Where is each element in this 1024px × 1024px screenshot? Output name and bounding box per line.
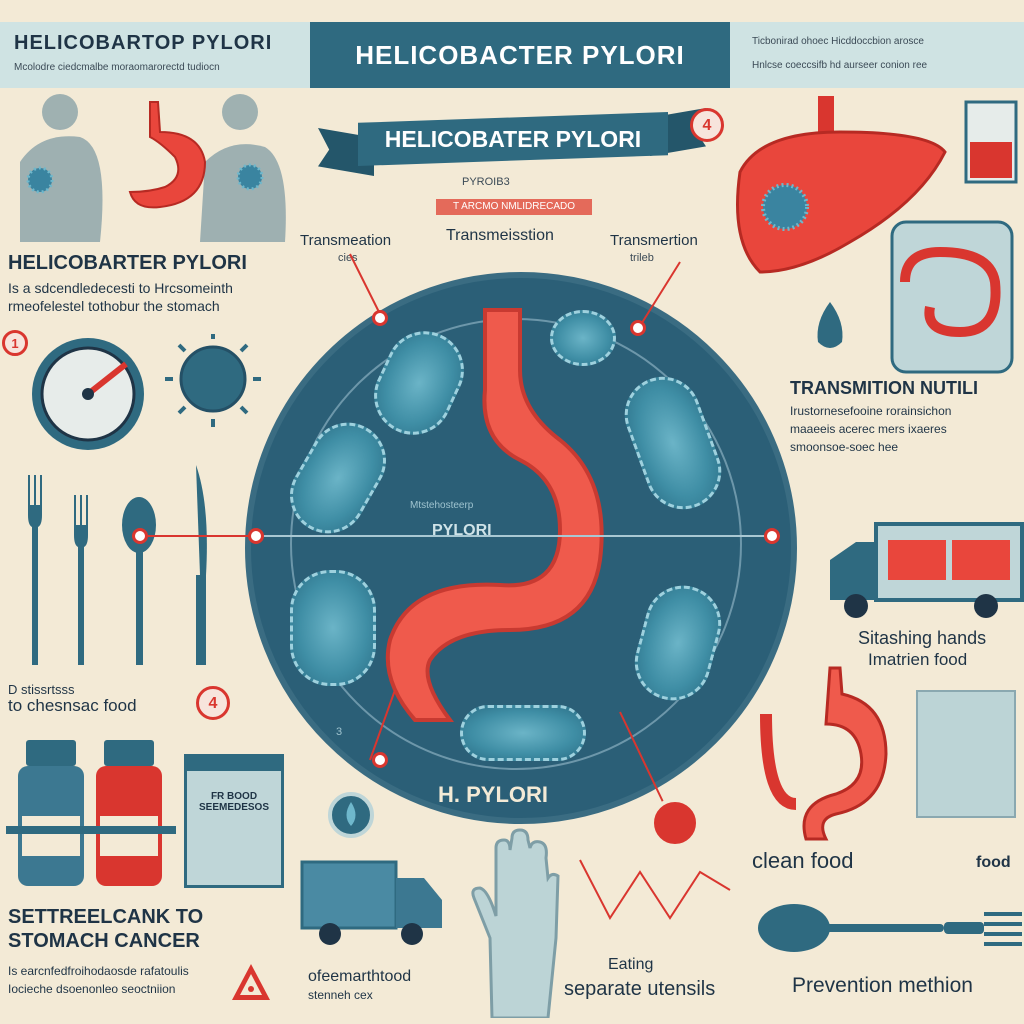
bacterium [290, 570, 376, 686]
ribbon-sub: PYROIB3 [462, 176, 510, 188]
bottom-food-label: food [976, 854, 1011, 871]
header-center-panel: HELICOBACTER PYLORI [316, 22, 724, 88]
fork-icon [944, 912, 1022, 946]
warning-triangle-icon [232, 964, 270, 1000]
right-mid-line2: Imatrien food [868, 650, 968, 669]
truck-icon [300, 860, 442, 945]
bottom-separate: separate utensils [564, 978, 716, 1000]
right-mid-line1: Sitashing hands [858, 628, 987, 648]
digestive-illustration [760, 666, 888, 841]
fork-icon [28, 475, 42, 665]
fork-icon [74, 495, 88, 665]
bottom-ofood2: stenneh cex [308, 988, 373, 1002]
header-right-panel: Ticbonirad ohoec Hicddoccbion arosce Hnl… [724, 22, 1024, 88]
left-small-b: to chesnsac food [8, 696, 137, 715]
header-left-panel: HELICOBARTOP PYLORI Mcolodre ciedcmalbe … [0, 22, 316, 88]
connector-dot [248, 528, 264, 544]
connector-dot [630, 320, 646, 336]
organs-illustration [736, 96, 1018, 374]
water-drop-icon [346, 802, 356, 826]
transmission-label-center: Transmeisstion [446, 227, 554, 244]
people-illustration [20, 94, 286, 242]
intestine-icon [890, 220, 1014, 374]
cutlery-illustration [28, 465, 207, 665]
header-left-title: HELICOBARTOP PYLORI [14, 32, 273, 54]
right-heading: TRANSMITION NUTILI [790, 378, 978, 398]
illustration-panel [916, 690, 1016, 818]
bacterium [460, 705, 586, 761]
jar-icon [964, 100, 1018, 184]
trend-line [579, 859, 731, 920]
left-line1: Is a sdcendledecesti to Hrcsomeinth [8, 280, 233, 296]
ribbon-title: HELICOBATER PYLORI [358, 112, 668, 166]
gauge-virus-illustration [32, 334, 261, 450]
header-left-sub: Mcolodre ciedcmalbe moraomarorectd tudio… [14, 62, 220, 73]
bacteria-warning-badge [650, 798, 700, 848]
left-bottom-heading1: SETTREELCANK TO [8, 906, 204, 928]
glove-hand-icon [471, 828, 560, 1018]
transmission-label-right: Transmertion [610, 232, 698, 249]
badge-number-4-left: 4 [196, 686, 230, 720]
person-silhouette-icon [20, 94, 286, 242]
stomach-icon [128, 101, 207, 209]
bottom-ofood1: ofeemarthtood [308, 968, 412, 985]
right-line1: Irustornesefooine rorainsichon [790, 404, 952, 418]
stomach-icon [385, 308, 604, 722]
connector-dot [132, 528, 148, 544]
bottom-clean-food: clean food [752, 848, 854, 873]
transmission-label-right-sub: trileb [630, 252, 654, 264]
medicine-pack: FR BOOD SEEMEDESOS [184, 754, 284, 888]
spoon-icon [122, 497, 156, 665]
left-heading: HELICOBARTER PYLORI [8, 252, 247, 274]
transmission-label-left: Transmeation [300, 232, 392, 249]
header-right-line2: Hnlcse coeccsifb hd aurseer conion ree [752, 60, 928, 71]
ribbon-redbar: T ARCMO NMLIDRECADO [436, 199, 592, 215]
left-bottom-line1: Is earcnfedfroihodaosde rafatoulis [8, 964, 189, 978]
header-center-title: HELICOBACTER PYLORI [355, 40, 685, 70]
intestine-icon [760, 666, 888, 841]
water-drop-badge [328, 792, 374, 838]
right-line3: smoonsoe-soec hee [790, 440, 899, 454]
truck-icon [830, 522, 1024, 618]
knife-icon [196, 465, 207, 665]
left-line2: rmeofelestel tothobur the stomach [8, 298, 220, 314]
gauge-icon [32, 338, 144, 450]
liver-icon [736, 96, 947, 274]
connector-dot [764, 528, 780, 544]
water-drop-icon [817, 302, 843, 348]
virus-icon [26, 163, 264, 194]
circle-bottom-label: H. PYLORI [438, 782, 549, 807]
header-right-line1: Ticbonirad ohoec Hicddoccbion arosce [752, 36, 924, 47]
bottom-prevention: Prevention methion [792, 974, 973, 997]
spoon-icon [758, 904, 944, 952]
left-small-a: D stissrtsss [8, 682, 75, 697]
right-line2: maaeeis acerec mers ixaeres [790, 422, 947, 436]
badge-number-4-top: 4 [690, 108, 724, 142]
bottom-eating: Eating [608, 956, 654, 973]
medicine-bottles [6, 740, 176, 886]
pack-label: FR BOOD SEEMEDESOS [198, 791, 270, 813]
badge-number-1: 1 [2, 330, 28, 356]
connector-dot [372, 310, 388, 326]
circle-center-label: PYLORI [432, 522, 492, 539]
circle-center-sub: Mtstehosteerp [410, 500, 474, 511]
spoon-fork-illustration [758, 904, 1022, 952]
left-bottom-heading2: STOMACH CANCER [8, 930, 200, 952]
circle-number-three: 3 [336, 726, 343, 738]
connector-dot [372, 752, 388, 768]
virus-icon [165, 334, 261, 427]
left-bottom-line2: Iocieche dsoenonleo seoctniion [8, 982, 176, 996]
bacterium [550, 310, 616, 366]
